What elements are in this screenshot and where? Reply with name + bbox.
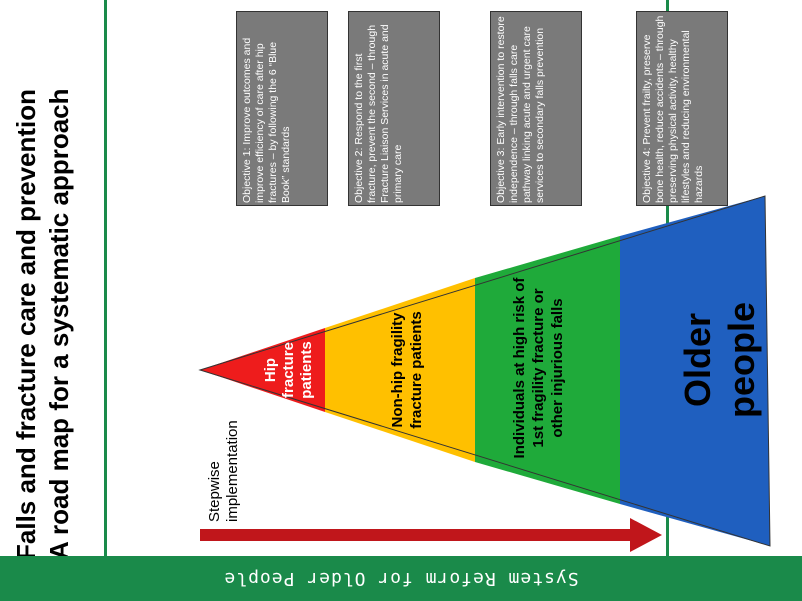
pyramid-outline	[198, 195, 771, 547]
label-high-risk: Individuals at high risk of 1st fragilit…	[511, 277, 566, 459]
left-divider-line	[104, 0, 107, 556]
objective-box-4: Objective 4: Prevent frailty, preserve b…	[636, 11, 728, 206]
objective-text-3: Objective 3: Early intervention to resto…	[495, 16, 546, 203]
pyramid-segment-hip	[200, 328, 325, 412]
pyramid-segment-older-people	[620, 196, 770, 546]
objective-text-4: Objective 4: Prevent frailty, preserve b…	[641, 15, 705, 203]
label-non-hip: Non-hip fragility fracture patients	[389, 311, 425, 429]
label-older-people: Older people	[677, 302, 762, 419]
stepwise-arrow-head	[630, 518, 662, 552]
label-hip-fracture: Hip fracture patients	[262, 341, 315, 399]
stepwise-arrow-shaft	[200, 529, 630, 541]
objective-box-2: Objective 2: Respond to the first fractu…	[348, 11, 440, 206]
objective-box-1: Objective 1: Improve outcomes and improv…	[236, 11, 328, 206]
stepwise-label: Stepwise implementation	[206, 420, 241, 522]
objective-text-1: Objective 1: Improve outcomes and improv…	[241, 37, 292, 203]
footer-bar: System Reform for Older People	[0, 556, 802, 601]
objective-box-3: Objective 3: Early intervention to resto…	[490, 11, 582, 206]
pyramid-segment-non-hip	[325, 278, 475, 462]
footer-text: System Reform for Older People	[223, 568, 579, 589]
pyramid-segment-high-risk	[475, 236, 620, 504]
objective-text-2: Objective 2: Respond to the first fractu…	[353, 24, 404, 203]
